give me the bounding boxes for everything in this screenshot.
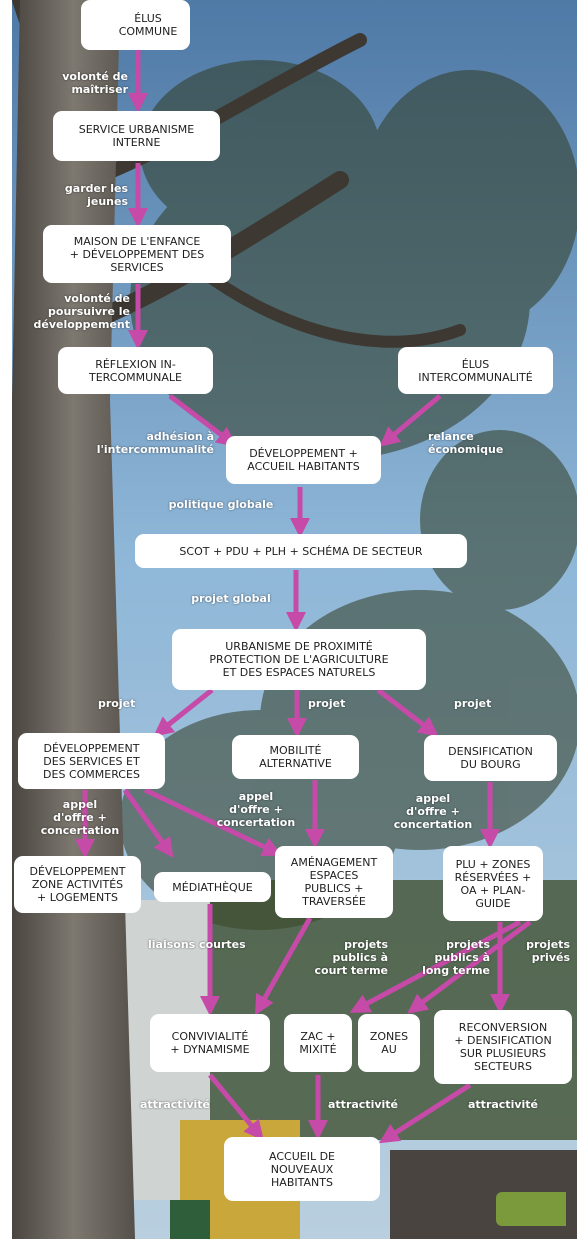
node-developpement-accueil: DÉVELOPPEMENT + ACCUEIL HABITANTS	[226, 436, 381, 484]
green-tab	[496, 1192, 566, 1226]
label-volonte-maitriser: volonté de maîtriser	[62, 70, 128, 96]
arrow-reconversion-accueil	[378, 1082, 472, 1144]
arrow-plu-zones	[407, 919, 532, 1014]
node-convivialite: CONVIVIALITÉ + DYNAMISME	[150, 1014, 270, 1072]
label-appel-mid: appel d'offre + concertation	[216, 790, 296, 829]
node-dev-services-commerces: DÉVELOPPEMENT DES SERVICES ET DES COMMER…	[18, 733, 165, 789]
label-relance: relance économique	[428, 430, 504, 456]
node-accueil-nouveaux: ACCUEIL DE NOUVEAUX HABITANTS	[224, 1137, 380, 1201]
label-garder-jeunes: garder les jeunes	[64, 182, 128, 208]
node-densification-bourg: DENSIFICATION DU BOURG	[424, 735, 557, 781]
arrow-dev-mediatheque	[122, 788, 174, 858]
arrow-reflexion-dev	[168, 394, 237, 447]
label-projet-left: projet	[98, 697, 136, 710]
arrow-urb-devservices	[153, 688, 214, 737]
label-volonte-poursuivre: volonté de poursuivre le développement	[33, 292, 130, 331]
node-reconversion: RECONVERSION + DENSIFICATION SUR PLUSIEU…	[434, 1010, 572, 1084]
arrow-amenagement-convivialite	[255, 916, 313, 1016]
node-urbanisme-proximite: URBANISME DE PROXIMITÉ PROTECTION DE L'A…	[172, 629, 426, 690]
node-scot: SCOT + PDU + PLH + SCHÉMA DE SECTEUR	[135, 534, 467, 568]
label-politique-globale: politique globale	[168, 498, 274, 511]
node-zones-au: ZONES AU	[358, 1014, 420, 1072]
label-appel-left: appel d'offre + concertation	[40, 798, 120, 837]
label-projets-long: projets publics à long terme	[422, 938, 490, 977]
node-mediatheque: MÉDIATHÈQUE	[154, 872, 271, 902]
node-dev-zone-activites: DÉVELOPPEMENT ZONE ACTIVITÉS + LOGEMENTS	[14, 856, 141, 913]
node-reflexion: RÉFLEXION IN- TERCOMMUNALE	[58, 347, 213, 394]
arrow-plu-zac	[349, 919, 522, 1013]
label-attractivite-left: attractivité	[140, 1098, 210, 1111]
node-plu: PLU + ZONES RÉSERVÉES + OA + PLAN- GUIDE	[443, 846, 543, 921]
label-attractivite-right: attractivité	[468, 1098, 538, 1111]
arrow-dev-amenagement	[143, 787, 283, 856]
node-service-urbanisme: SERVICE URBANISME INTERNE	[53, 111, 220, 161]
arrow-convivialite-accueil	[208, 1073, 264, 1141]
node-mobilite: MOBILITÉ ALTERNATIVE	[232, 735, 359, 779]
node-amenagement: AMÉNAGEMENT ESPACES PUBLICS + TRAVERSÉE	[275, 846, 393, 918]
node-maison-enfance: MAISON DE L'ENFANCE + DÉVELOPPEMENT DES …	[43, 225, 231, 283]
arrow-urb-densification	[376, 688, 439, 737]
label-projet-mid: projet	[308, 697, 346, 710]
label-projets-prives: projets privés	[526, 938, 570, 964]
label-projet-right: projet	[454, 697, 492, 710]
bin	[170, 1200, 210, 1239]
label-projets-court: projets publics à court terme	[314, 938, 389, 977]
node-elus-commune: ÉLUS COMMUNE	[81, 0, 190, 50]
node-elus-intercommunalite: ÉLUS INTERCOMMUNALITÉ	[398, 347, 553, 394]
node-zac: ZAC + MIXITÉ	[284, 1014, 352, 1072]
left-margin	[0, 0, 12, 1239]
label-appel-right: appel d'offre + concertation	[393, 792, 473, 831]
arrow-elusinter-dev	[379, 394, 442, 447]
label-projet-global: projet global	[191, 592, 271, 605]
label-attractivite-mid: attractivité	[328, 1098, 398, 1111]
label-liaisons-courtes: liaisons courtes	[148, 938, 246, 951]
tree-trunk	[12, 0, 135, 1239]
label-adhesion: adhésion à l'intercommunalité	[96, 430, 214, 456]
